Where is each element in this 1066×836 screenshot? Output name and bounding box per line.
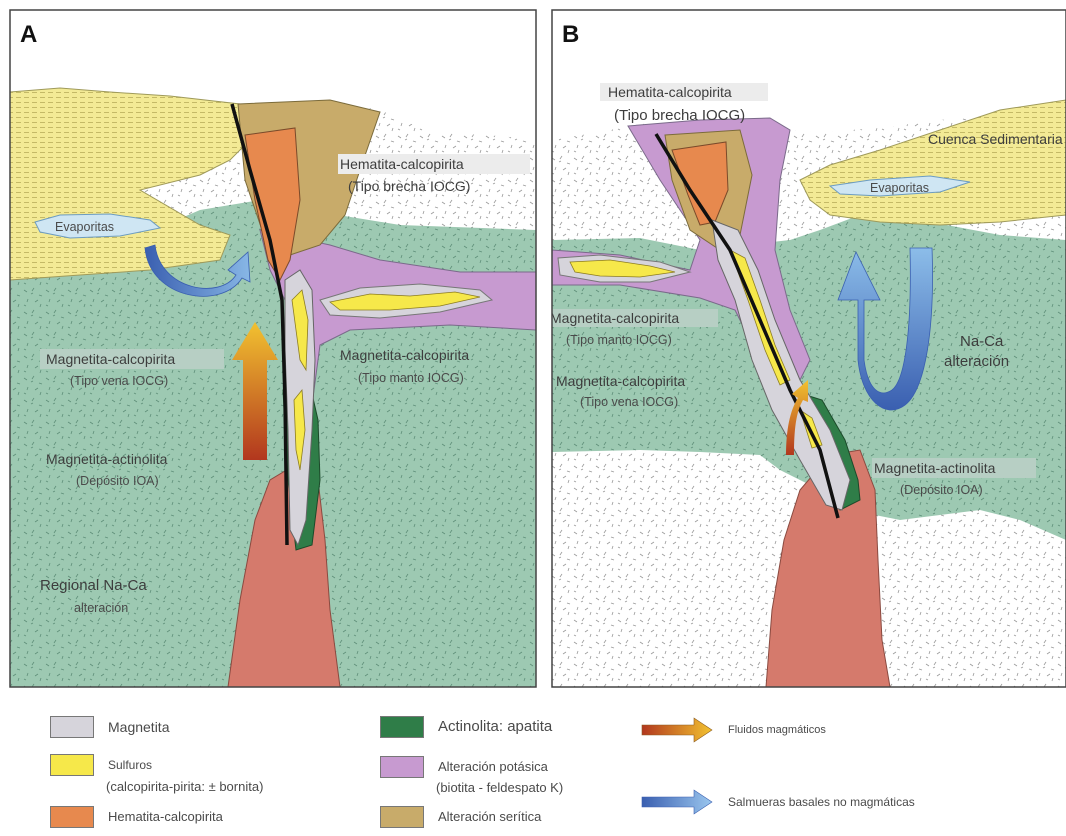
label-regional-sub-a: alteración	[74, 601, 128, 615]
legend-label-potasica-sub: (biotita - feldespato K)	[436, 780, 563, 795]
label-magcal-manto-a: Magnetita-calcopirita	[340, 347, 469, 363]
actinolita-swatch	[380, 716, 424, 738]
fluidos-arrow-icon	[640, 716, 714, 744]
serit-swatch	[380, 806, 424, 828]
label-magact-sub-b: (Depósito IOA)	[900, 483, 983, 497]
legend-label-hematita: Hematita-calcopirita	[108, 806, 223, 828]
label-magcal-vena-sub-b: (Tipo vena IOCG)	[580, 395, 678, 409]
legend-item-actinolita: Actinolita: apatita	[380, 716, 552, 738]
label-magcal-manto-sub-b: (Tipo manto IOCG)	[566, 333, 672, 347]
iocg-model-diagram: Evaporitas A Hematita-calcopirita (Tipo …	[0, 0, 1066, 700]
magnetita-swatch	[50, 716, 94, 738]
legend-label-sulfuros-sub: (calcopirita-pirita: ± bornita)	[106, 779, 263, 794]
legend-item-salmueras: Salmueras basales no magmáticas	[640, 788, 915, 816]
label-evaporitas-a: Evaporitas	[55, 220, 114, 234]
legend: Magnetita Sulfuros (calcopirita-pirita: …	[0, 700, 1066, 836]
hematita-swatch	[50, 806, 94, 828]
label-magcal-vena-a: Magnetita-calcopirita	[46, 351, 175, 367]
panel-letter-b: B	[562, 21, 579, 48]
label-magact-b: Magnetita-actinolita	[874, 460, 996, 476]
legend-label-fluidos: Fluidos magmáticos	[728, 719, 826, 741]
label-cuenca-b: Cuenca Sedimentaria	[928, 131, 1063, 147]
legend-item-magnetita: Magnetita	[50, 716, 169, 738]
panel-b: Evaporitas B Hematita-calcopirita (Tipo …	[548, 10, 1066, 687]
label-magact-sub-a: (Depósito IOA)	[76, 474, 159, 488]
label-magact-a: Magnetita-actinolita	[46, 451, 168, 467]
label-evaporitas-b: Evaporitas	[870, 181, 929, 195]
legend-label-magnetita: Magnetita	[108, 716, 169, 738]
legend-item-serit: Alteración serítica	[380, 806, 541, 828]
legend-label-serit: Alteración serítica	[438, 806, 541, 828]
legend-item-potasica: Alteración potásica	[380, 756, 548, 778]
label-hematita-sub-a: (Tipo brecha IOCG)	[348, 178, 470, 194]
legend-item-hematita: Hematita-calcopirita	[50, 806, 223, 828]
potasica-swatch	[380, 756, 424, 778]
label-magcal-manto-b: Magnetita-calcopirita	[550, 310, 679, 326]
label-hematita-sub-b: (Tipo brecha IOCG)	[614, 107, 745, 124]
label-magcal-vena-b: Magnetita-calcopirita	[556, 373, 685, 389]
sulfuros-swatch	[50, 754, 94, 776]
panel-a: Evaporitas A Hematita-calcopirita (Tipo …	[10, 10, 536, 687]
legend-item-fluidos: Fluidos magmáticos	[640, 716, 826, 744]
panel-letter-a: A	[20, 21, 37, 48]
label-magcal-vena-sub-a: (Tipo vena IOCG)	[70, 374, 168, 388]
label-naca-sub-b: alteración	[944, 353, 1009, 370]
legend-label-potasica: Alteración potásica	[438, 756, 548, 778]
legend-label-sulfuros: Sulfuros	[108, 754, 152, 776]
label-magcal-manto-sub-a: (Tipo manto IOCG)	[358, 371, 464, 385]
salmueras-arrow-icon	[640, 788, 714, 816]
label-naca-b: Na-Ca	[960, 333, 1004, 350]
label-hematita-a: Hematita-calcopirita	[340, 156, 464, 172]
label-hematita-b: Hematita-calcopirita	[608, 84, 732, 100]
label-regional-a: Regional Na-Ca	[40, 577, 147, 594]
legend-label-actinolita: Actinolita: apatita	[438, 716, 552, 738]
legend-label-salmueras: Salmueras basales no magmáticas	[728, 791, 915, 813]
legend-item-sulfuros: Sulfuros	[50, 754, 152, 776]
